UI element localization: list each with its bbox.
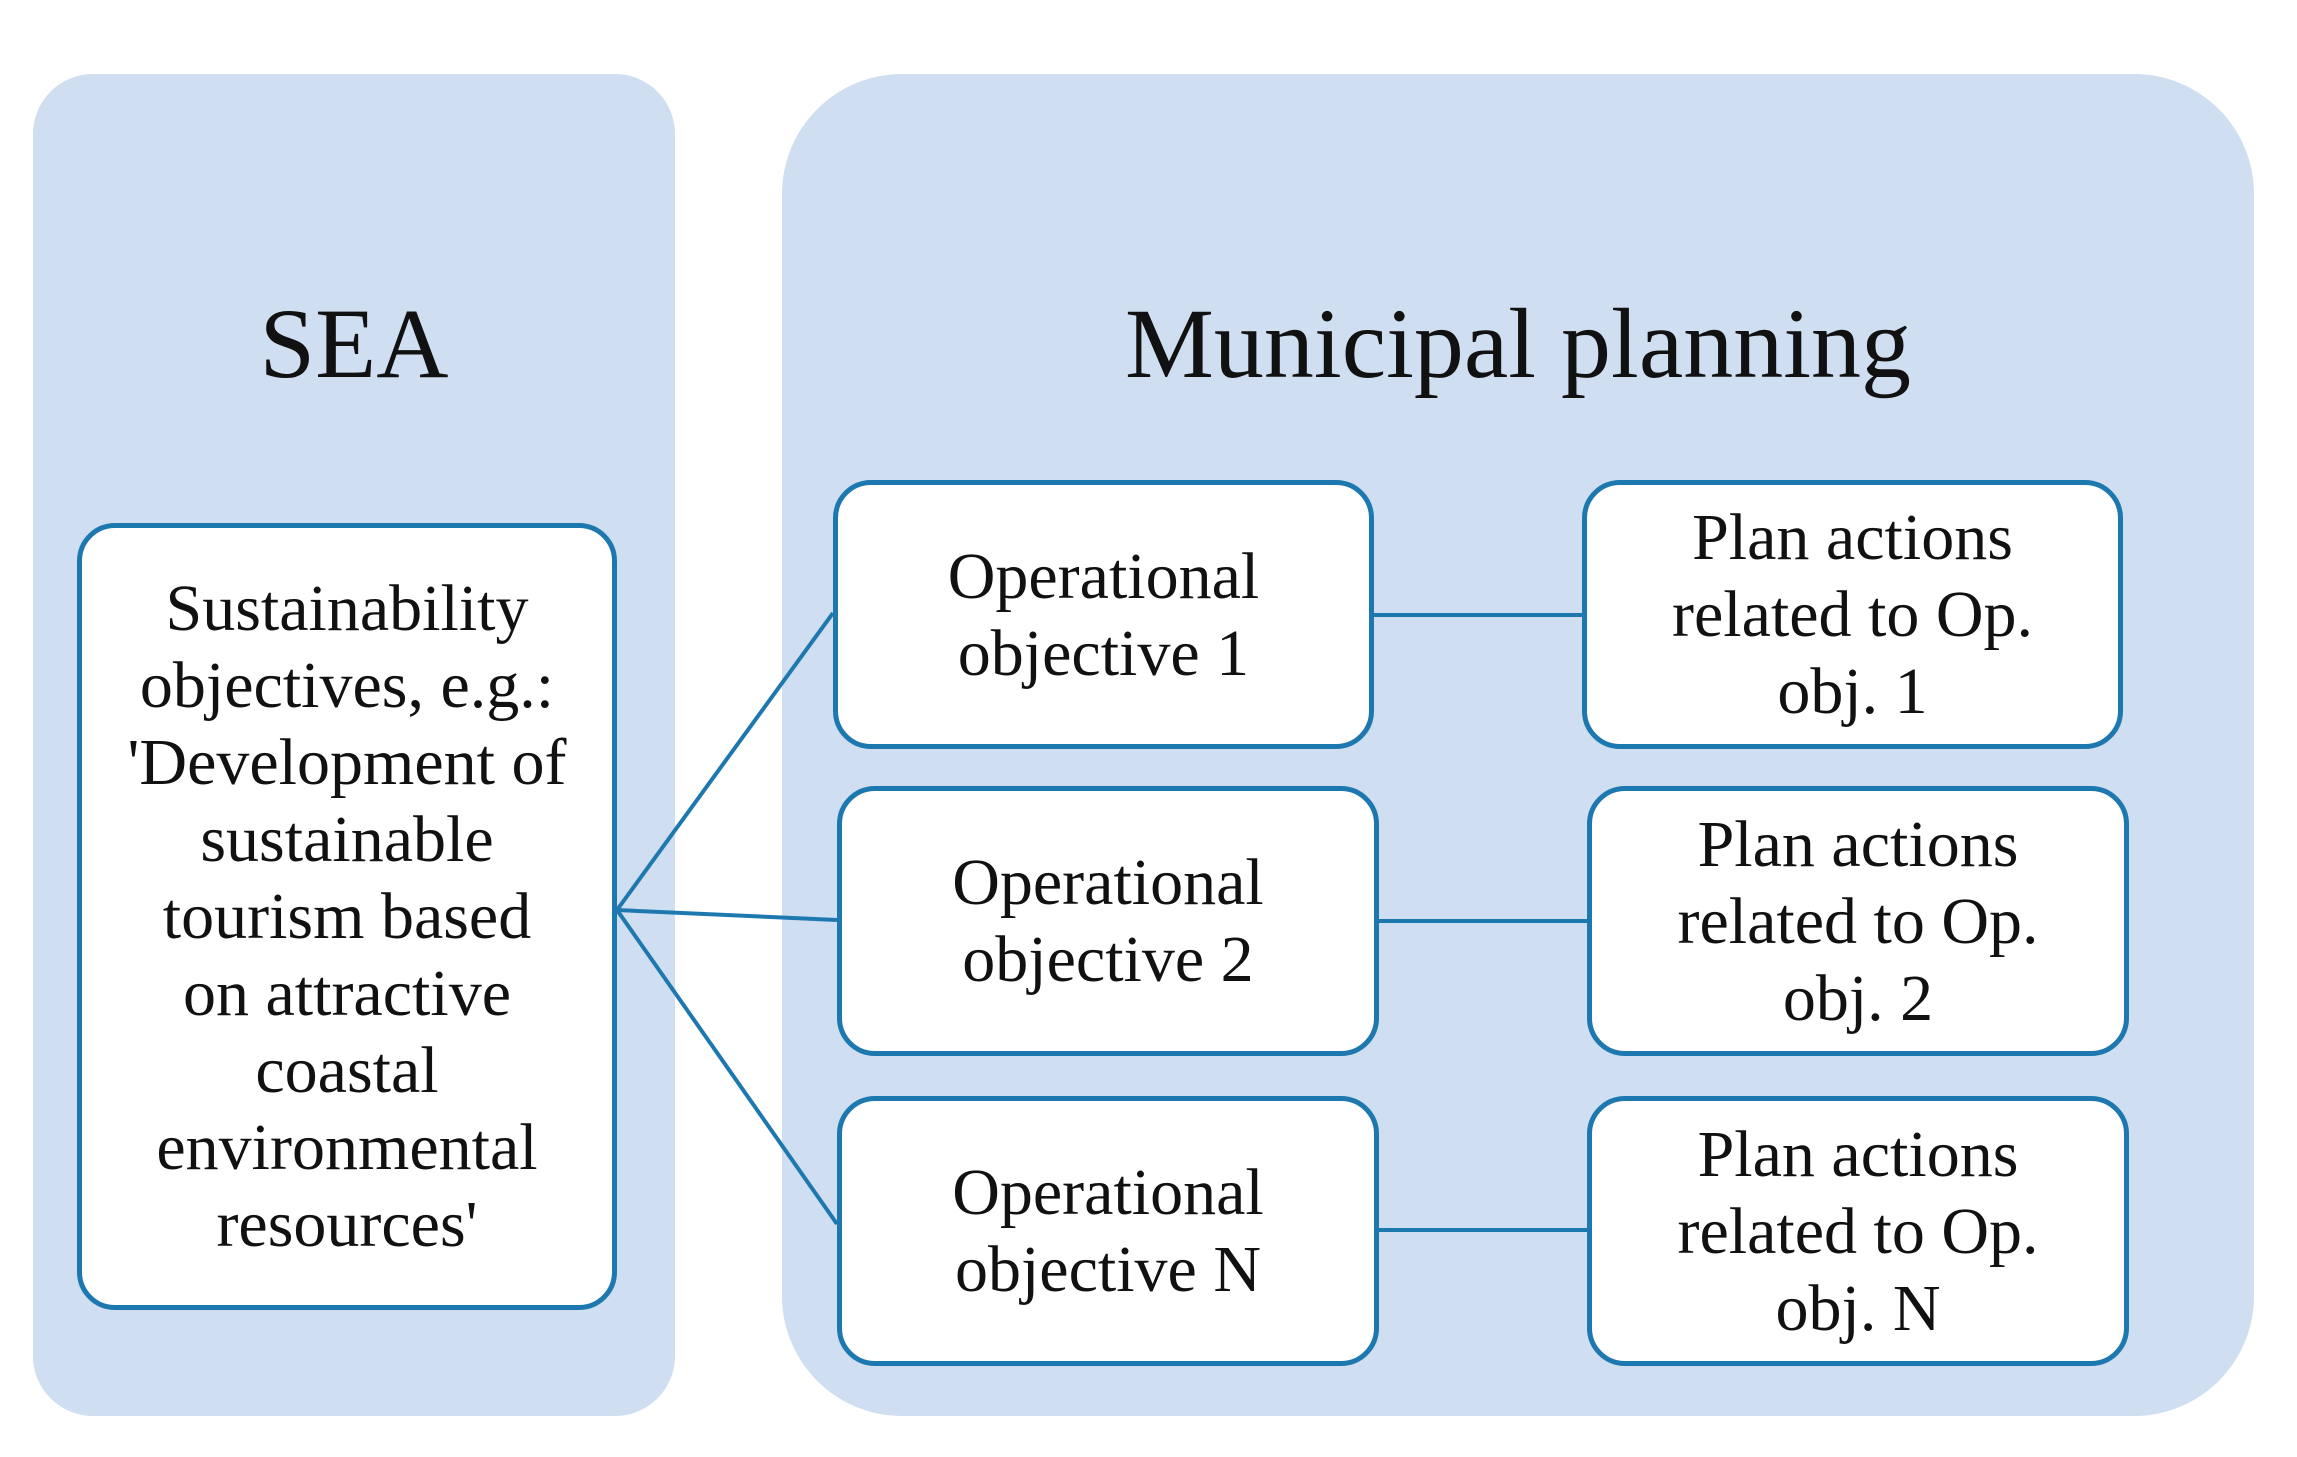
operational-objective-2-box: Operational objective 2 [837,786,1379,1056]
operational-objective-1-box: Operational objective 1 [833,480,1374,749]
plan-actions-1-box: Plan actions related to Op. obj. 1 [1582,480,2123,749]
plan-actions-2-box: Plan actions related to Op. obj. 2 [1587,786,2129,1056]
operational-objective-n-box: Operational objective N [837,1096,1379,1366]
sustainability-objectives-box: Sustainability objectives, e.g.: 'Develo… [77,523,617,1310]
plan-actions-n-box: Plan actions related to Op. obj. N [1587,1096,2129,1366]
municipal-planning-title: Municipal planning [1125,288,1911,399]
sea-title: SEA [259,288,449,399]
